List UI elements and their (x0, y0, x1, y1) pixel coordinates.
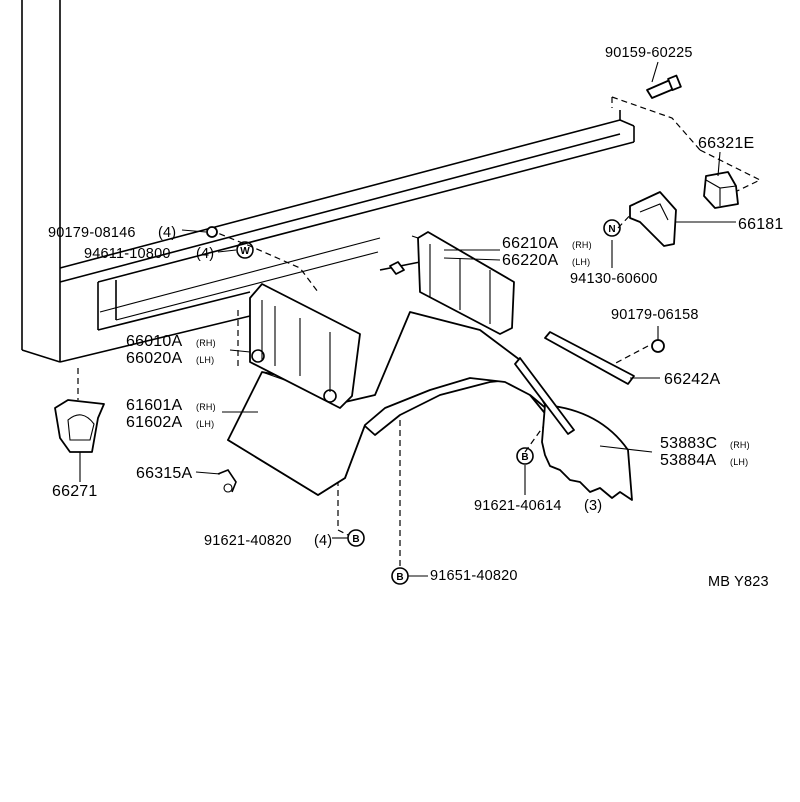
truck-bed-body (21, 0, 635, 363)
label-fender-rh: 61601A (126, 397, 182, 414)
bolt-icon (646, 74, 682, 99)
cap-66271 (54, 399, 105, 453)
bracket-66010a (249, 283, 361, 409)
label-bolt-b2-qty: (4) (314, 533, 332, 549)
label-washer-qty: (4) (196, 246, 214, 262)
label-bracket-right: 66181 (738, 216, 784, 233)
label-washer: 94611-10800 (84, 246, 171, 262)
svg-text:B: B (521, 452, 528, 463)
svg-text:B: B (352, 534, 359, 545)
tag-rh: (RH) (196, 338, 216, 348)
label-bolt-b3: 91651-40820 (430, 568, 518, 584)
tag-lh: (LH) (196, 355, 214, 365)
label-hook: 66315A (136, 465, 192, 482)
hook-66315a (217, 469, 237, 493)
body-tab (389, 261, 405, 275)
clip-icon (206, 226, 665, 353)
symbol-b-3: B (391, 567, 409, 585)
tag-lh: (LH) (572, 257, 590, 267)
label-clip-left-top: 90179-08146 (48, 225, 136, 241)
tag-lh: (LH) (196, 419, 214, 429)
label-clip-right: 90179-06158 (611, 307, 699, 323)
svg-text:B: B (396, 572, 403, 583)
stopper-66321e (703, 171, 739, 209)
tag-lh: (LH) (730, 457, 748, 467)
symbol-b-1: B (516, 447, 534, 465)
diagram-code: MB Y823 (708, 574, 769, 590)
bracket-66210a (411, 231, 515, 335)
label-leader-lines (79, 61, 736, 577)
label-stopper: 66321E (698, 135, 754, 152)
label-mudflap-lh: 53884A (660, 452, 716, 469)
svg-text:W: W (240, 246, 250, 257)
label-strip: 66242A (664, 371, 720, 388)
mudflap (541, 404, 633, 501)
label-bracket-a-lh: 66220A (502, 252, 558, 269)
bracket-66181 (629, 191, 677, 247)
label-bracket-b-rh: 66010A (126, 333, 182, 350)
label-mudflap-rh: 53883C (660, 435, 717, 452)
label-bracket-a-rh: 66210A (502, 235, 558, 252)
tag-rh: (RH) (196, 402, 216, 412)
symbol-b-2: B (347, 529, 365, 547)
symbol-w: W (236, 241, 254, 259)
strip-bar (514, 331, 635, 435)
label-bolt-b2: 91621-40820 (204, 533, 292, 549)
label-nut-n: 94130-60600 (570, 271, 658, 287)
label-bolt-b1: 91621-40614 (474, 498, 562, 514)
label-bolt-b1-qty: (3) (584, 498, 602, 514)
label-clip-left-top-qty: (4) (158, 225, 176, 241)
tag-rh: (RH) (572, 240, 592, 250)
label-fender-lh: 61602A (126, 414, 182, 431)
label-cap: 66271 (52, 483, 98, 500)
svg-text:N: N (608, 224, 615, 235)
symbol-n: N (603, 219, 621, 237)
label-bracket-b-lh: 66020A (126, 350, 182, 367)
tag-rh: (RH) (730, 440, 750, 450)
label-bolt-top: 90159-60225 (605, 45, 693, 61)
